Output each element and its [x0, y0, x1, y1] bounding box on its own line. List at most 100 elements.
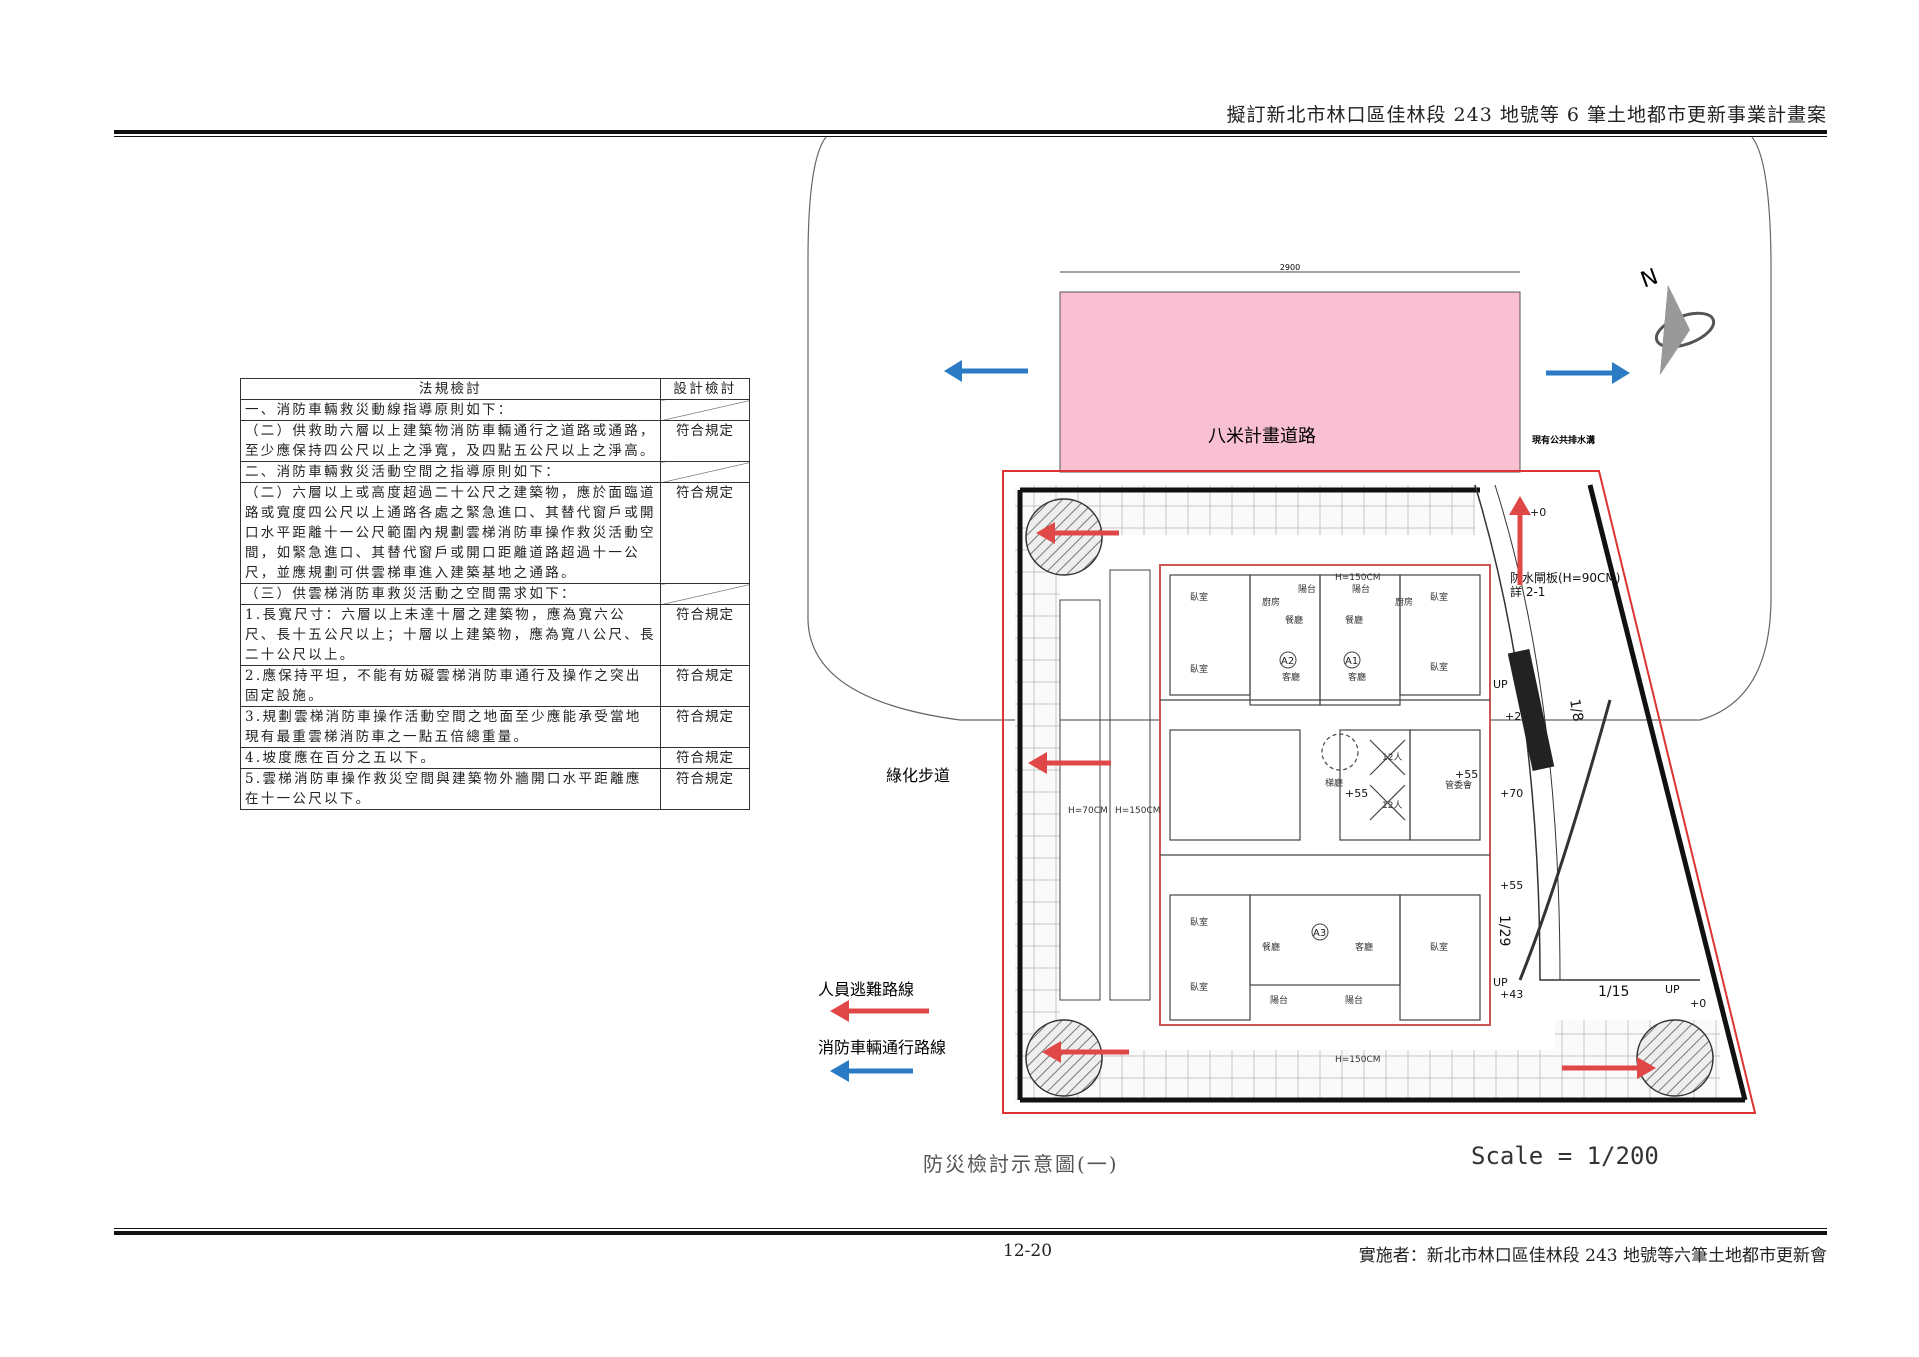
row-text: 二、消防車輛救災活動空間之指導原則如下： — [240, 461, 661, 483]
evacuation-arrow — [1028, 752, 1111, 774]
up-mark: UP — [1665, 983, 1680, 996]
elevator-label: 12人 — [1382, 800, 1402, 811]
site-boundary — [1002, 470, 1757, 1114]
row-result-empty — [660, 583, 750, 605]
row-text: 5.雲梯消防車操作救災空間與建築物外牆開口水平距離應在十一公尺以下。 — [240, 768, 661, 810]
firetruck-arrow — [944, 360, 1028, 382]
page-number: 12-20 — [1003, 1241, 1053, 1261]
level-mark: +55 — [1455, 768, 1478, 781]
up-mark: UP — [1493, 976, 1508, 989]
room-label: 臥室 — [1430, 941, 1448, 953]
room-label: 臥室 — [1430, 591, 1448, 603]
row-result: 符合規定 — [660, 665, 750, 707]
row-text: 2.應保持平坦，不能有妨礙雲梯消防車通行及操作之突出固定設施。 — [240, 665, 661, 707]
firetruck-arrow — [1546, 362, 1630, 384]
table-row: 二、消防車輛救災活動空間之指導原則如下： — [240, 461, 750, 483]
room-label: 客廳 — [1355, 941, 1373, 953]
legend-firetruck-label: 消防車輛通行路線 — [818, 1038, 946, 1057]
row-result: 符合規定 — [660, 420, 750, 462]
room-label: 餐廳 — [1285, 614, 1303, 626]
table-row: 3.規劃雲梯消防車操作活動空間之地面至少應能承受當地現有最重雲梯消防車之一點五倍… — [240, 706, 750, 748]
evacuation-arrow — [1042, 1041, 1129, 1063]
turning-radius-outline — [807, 136, 1772, 721]
height-label: H=70CM — [1068, 806, 1108, 816]
table-row: 1.長寬尺寸：六層以上未達十層之建築物，應為寬六公尺、長十五公尺以上；十層以上建… — [240, 604, 750, 666]
room-label: 臥室 — [1190, 981, 1208, 993]
legend-evacuation-label: 人員逃難路線 — [818, 980, 914, 999]
fire-truck-pad — [1636, 1019, 1714, 1097]
elevator-label: 12人 — [1382, 752, 1402, 763]
row-text: （三）供雲梯消防車救災活動之空間需求如下： — [240, 583, 661, 605]
room-label: 客廳 — [1348, 671, 1366, 683]
level-mark: +0 — [1530, 506, 1546, 519]
row-text: 3.規劃雲梯消防車操作活動空間之地面至少應能承受當地現有最重雲梯消防車之一點五倍… — [240, 706, 661, 748]
evacuation-arrow — [1562, 1057, 1656, 1079]
unit-label: A1 — [1345, 656, 1358, 667]
scale-label: Scale = 1/200 — [1471, 1142, 1659, 1170]
document-title: 擬訂新北市林口區佳林段 243 地號等 6 筆土地都市更新事業計畫案 — [1226, 104, 1827, 126]
walkway-label: 綠化步道 — [886, 766, 950, 785]
evacuation-arrow — [1509, 496, 1531, 585]
implementer: 實施者：新北市林口區佳林段 243 地號等六筆土地都市更新會 — [1358, 1246, 1827, 1266]
level-mark: +0 — [1690, 997, 1706, 1010]
height-label: H=150CM — [1335, 1055, 1381, 1065]
room-label: 管委會 — [1445, 779, 1472, 791]
header-rule — [114, 130, 1827, 137]
figure-caption: 防災檢討示意圖(一) — [923, 1152, 1119, 1176]
drain-label: 現有公共排水溝 — [1532, 434, 1595, 446]
room-label: 餐廳 — [1262, 941, 1280, 953]
table-row: （三）供雲梯消防車救災活動之空間需求如下： — [240, 583, 750, 605]
row-text: 1.長寬尺寸：六層以上未達十層之建築物，應為寬六公尺、長十五公尺以上；十層以上建… — [240, 604, 661, 666]
floodgate-detail: 詳 2-1 — [1510, 584, 1545, 599]
fire-truck-pad — [1025, 1019, 1103, 1097]
svg-text:N: N — [1638, 264, 1662, 293]
room-label: 陽台 — [1270, 994, 1288, 1006]
room-label: 廚房 — [1262, 596, 1280, 608]
unit-label: A2 — [1281, 656, 1294, 667]
row-text: 4.坡度應在百分之五以下。 — [240, 747, 661, 769]
room-label: 臥室 — [1190, 916, 1208, 928]
road-label: 八米計畫道路 — [1208, 426, 1316, 447]
floodgate-label: 防水閘板(H=90CM) — [1510, 570, 1620, 585]
building-footprint — [1159, 564, 1491, 1026]
level-mark: +55 — [1345, 787, 1368, 800]
north-arrow-icon: N — [1638, 264, 1716, 375]
header-design: 設計檢討 — [660, 378, 750, 400]
row-result: 符合規定 — [660, 604, 750, 666]
table-row: 4.坡度應在百分之五以下。符合規定 — [240, 747, 750, 769]
room-label: 臥室 — [1430, 661, 1448, 673]
height-label: H=150CM — [1335, 573, 1381, 583]
row-result: 符合規定 — [660, 768, 750, 810]
regulation-check-table: 法規檢討 設計檢討 一、消防車輛救災動線指導原則如下： （二）供救助六層以上建築… — [240, 378, 750, 810]
slope-label: 1/15 — [1598, 984, 1629, 1000]
dimension-label: 2900 — [1280, 263, 1300, 272]
unit-label: A3 — [1313, 928, 1326, 939]
footer-rule — [114, 1228, 1827, 1235]
room-label: 餐廳 — [1345, 614, 1363, 626]
room-label: 陽台 — [1345, 994, 1363, 1006]
table-header-row: 法規檢討 設計檢討 — [240, 378, 750, 400]
height-label: H=150CM — [1115, 806, 1161, 816]
room-label: 廚房 — [1395, 596, 1413, 608]
level-mark: +55 — [1500, 879, 1523, 892]
room-label: 梯廳 — [1325, 777, 1343, 789]
level-mark: +43 — [1500, 988, 1523, 1001]
up-mark: UP — [1493, 678, 1508, 691]
table-row: 5.雲梯消防車操作救災空間與建築物外牆開口水平距離應在十一公尺以下。符合規定 — [240, 768, 750, 810]
level-mark: +70 — [1500, 787, 1523, 800]
fire-truck-pad — [1025, 498, 1103, 576]
slope-label: 1/29 — [1496, 915, 1512, 946]
room-label: 臥室 — [1190, 663, 1208, 675]
legend-evacuation-arrow — [830, 1000, 929, 1022]
row-result: 符合規定 — [660, 482, 750, 584]
room-label: 陽台 — [1352, 583, 1370, 595]
table-row: 2.應保持平坦，不能有妨礙雲梯消防車通行及操作之突出固定設施。符合規定 — [240, 665, 750, 707]
slope-label: 1/8 — [1566, 698, 1586, 723]
row-result-empty — [660, 399, 750, 421]
row-result: 符合規定 — [660, 747, 750, 769]
room-label: 臥室 — [1190, 591, 1208, 603]
legend-firetruck-arrow — [830, 1060, 913, 1082]
room-label: 客廳 — [1282, 671, 1300, 683]
room-label: 陽台 — [1298, 583, 1316, 595]
